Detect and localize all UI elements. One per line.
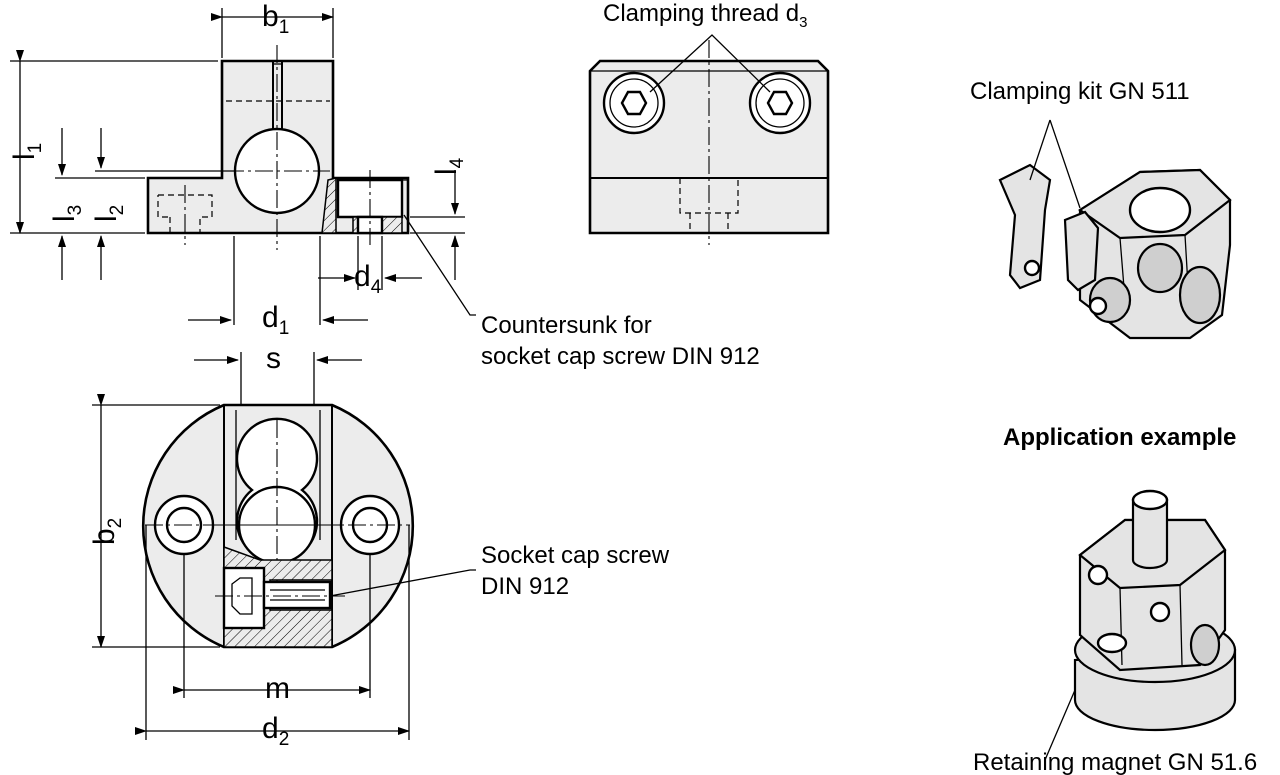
side-view bbox=[588, 34, 830, 245]
application-example-heading: Application example bbox=[1003, 424, 1236, 451]
dim-d2: d2 bbox=[262, 712, 289, 750]
countersunk-label-line2: socket cap screw DIN 912 bbox=[481, 343, 760, 370]
callout-labels: Clamping thread d3 Clamping kit GN 511 C… bbox=[481, 0, 1257, 775]
top-view bbox=[141, 403, 476, 649]
socket-cap-label-line1: Socket cap screw bbox=[481, 542, 670, 569]
dim-b2: b2 bbox=[88, 518, 126, 545]
top-dimensions bbox=[92, 394, 410, 740]
front-dimensions bbox=[10, 8, 476, 316]
socket-cap-label-line2: DIN 912 bbox=[481, 573, 569, 600]
dim-l2: l2 bbox=[90, 205, 128, 222]
clamping-kit-illustration bbox=[998, 119, 1232, 340]
dim-m: m bbox=[265, 672, 290, 705]
dim-b1: b1 bbox=[262, 0, 289, 38]
application-example-illustration bbox=[1044, 489, 1237, 761]
dim-d1: d1 bbox=[262, 301, 289, 339]
front-view bbox=[146, 45, 410, 250]
countersunk-label-line1: Countersunk for bbox=[481, 312, 652, 339]
dim-d4: d4 bbox=[354, 260, 382, 298]
dim-s: s bbox=[266, 342, 281, 375]
dimension-labels: b1 l1 l3 l2 l4 d4 d1 s b2 m d2 bbox=[8, 0, 468, 750]
retaining-magnet-label: Retaining magnet GN 51.6 bbox=[973, 749, 1257, 775]
dim-l1: l1 bbox=[8, 143, 46, 160]
clamping-kit-label: Clamping kit GN 511 bbox=[970, 78, 1190, 105]
dim-l3: l3 bbox=[48, 205, 86, 222]
clamping-thread-label: Clamping thread d3 bbox=[603, 0, 807, 31]
dim-l4: l4 bbox=[430, 157, 468, 175]
